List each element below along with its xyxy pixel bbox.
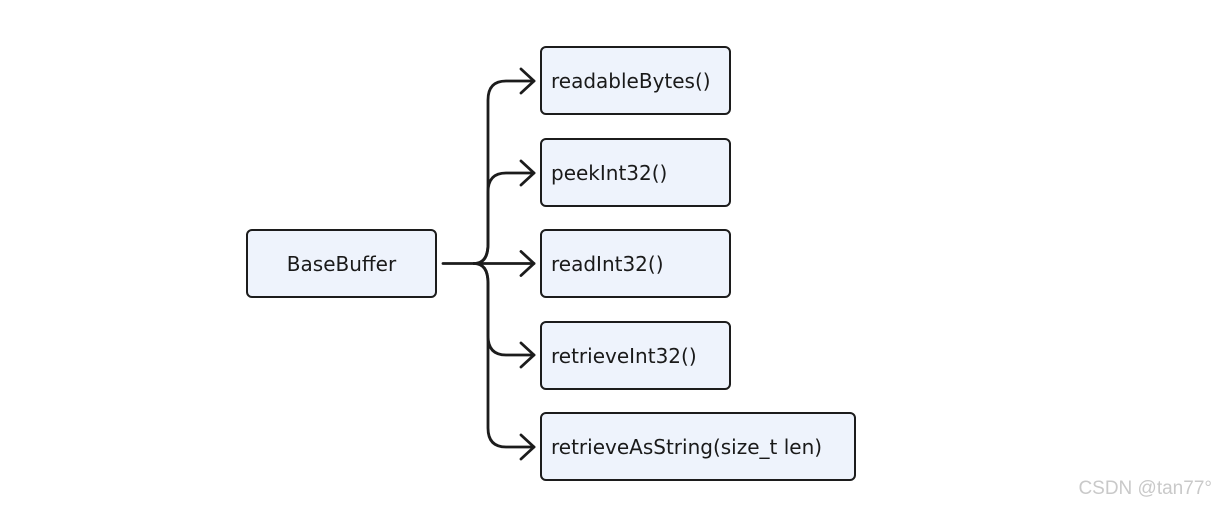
connector-branch-peek-int32 <box>472 171 536 265</box>
child-node-retrieve-int32: retrieveInt32() <box>540 321 731 390</box>
arrowhead-peek-int32 <box>519 159 536 187</box>
child-node-label: peekInt32() <box>551 160 668 185</box>
connector-branch-retrieve-int32 <box>472 262 536 357</box>
child-node-label: retrieveInt32() <box>551 343 697 368</box>
child-node-read-int32: readInt32() <box>540 229 731 298</box>
root-node-basebuffer: BaseBuffer <box>246 229 437 298</box>
connector-branch-retrieve-as-string <box>472 262 536 449</box>
child-node-retrieve-as-string: retrieveAsString(size_t len) <box>540 412 856 481</box>
child-node-readable-bytes: readableBytes() <box>540 46 731 115</box>
arrowhead-readable-bytes <box>519 67 536 95</box>
root-node-label: BaseBuffer <box>286 251 397 276</box>
child-node-label: readInt32() <box>551 251 664 276</box>
watermark-text: CSDN @tan77° <box>1078 478 1212 499</box>
arrowhead-retrieve-int32 <box>519 341 536 369</box>
arrowhead-read-int32 <box>519 250 536 277</box>
child-node-label: readableBytes() <box>551 68 711 93</box>
arrowhead-retrieve-as-string <box>519 433 536 461</box>
child-node-peek-int32: peekInt32() <box>540 138 731 207</box>
child-node-label: retrieveAsString(size_t len) <box>551 434 823 459</box>
